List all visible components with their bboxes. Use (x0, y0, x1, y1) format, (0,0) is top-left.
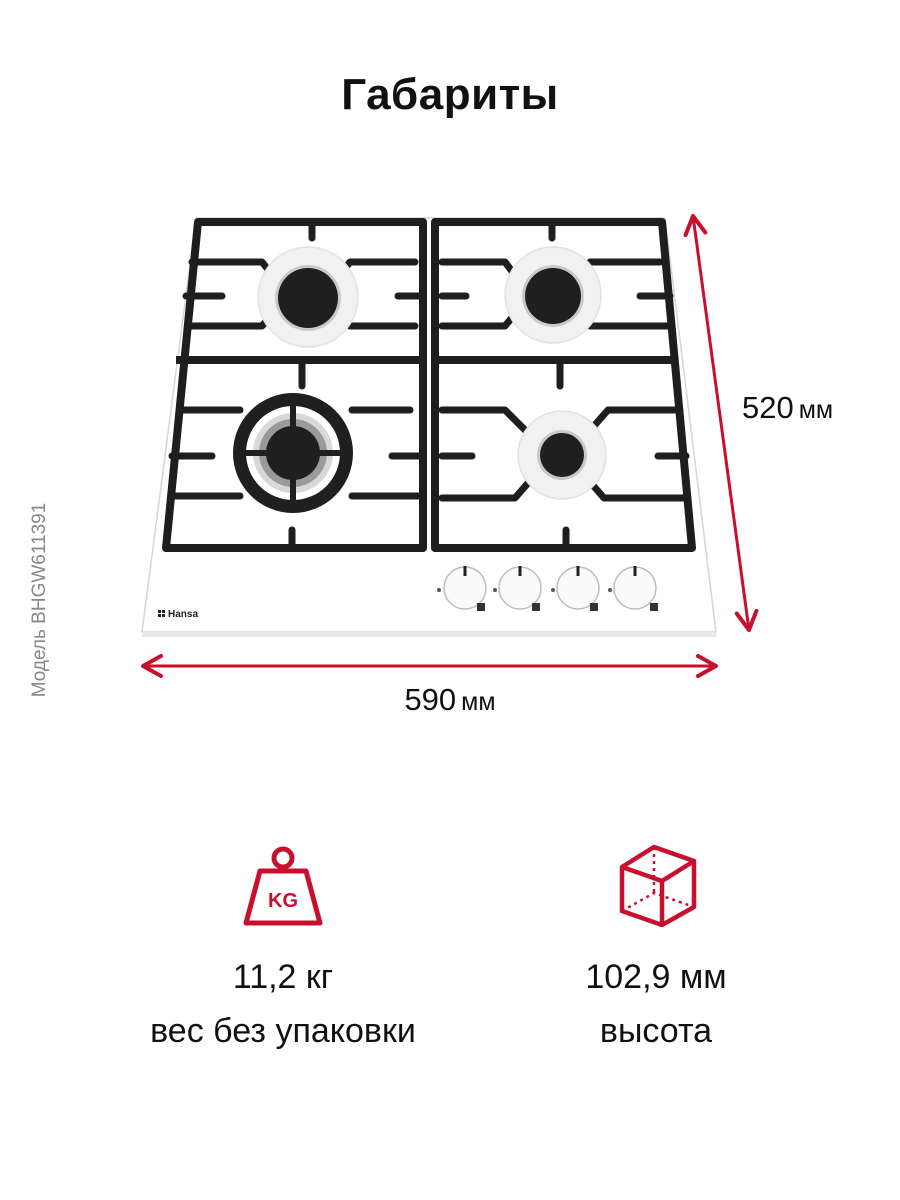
weight-spec: 11,2 кг вес без упаковки (100, 950, 466, 1058)
svg-text:Hansa: Hansa (168, 609, 198, 620)
grate-fingers (168, 218, 692, 552)
burner-bottom-right (537, 430, 587, 480)
brand-logo: Hansa (158, 609, 198, 620)
weight-value: 11,2 кг (232, 958, 334, 996)
weight-label: вес без упаковки (150, 1012, 416, 1050)
control-knobs (437, 566, 658, 611)
burner-top-right (522, 265, 584, 327)
depth-value: 520 (742, 390, 794, 425)
depth-dimension-arrow (683, 214, 759, 632)
box-3d-icon (619, 844, 697, 927)
depth-unit: мм (798, 396, 834, 424)
burner-bottom-left-wok (233, 393, 353, 513)
knob-1 (437, 566, 487, 611)
width-value: 590 (404, 682, 457, 717)
knob-2 (493, 566, 542, 611)
page-title: Габариты (341, 70, 559, 119)
burner-top-left (275, 265, 341, 331)
height-value: 102,9 мм (585, 958, 727, 996)
height-label: высота (599, 1012, 713, 1050)
height-spec: 102,9 мм высота (500, 950, 812, 1058)
knob-4 (608, 566, 658, 611)
svg-text:KG: KG (268, 890, 298, 912)
weight-kg-icon: KG (243, 846, 323, 926)
knob-3 (551, 566, 600, 611)
width-unit: мм (461, 688, 496, 716)
